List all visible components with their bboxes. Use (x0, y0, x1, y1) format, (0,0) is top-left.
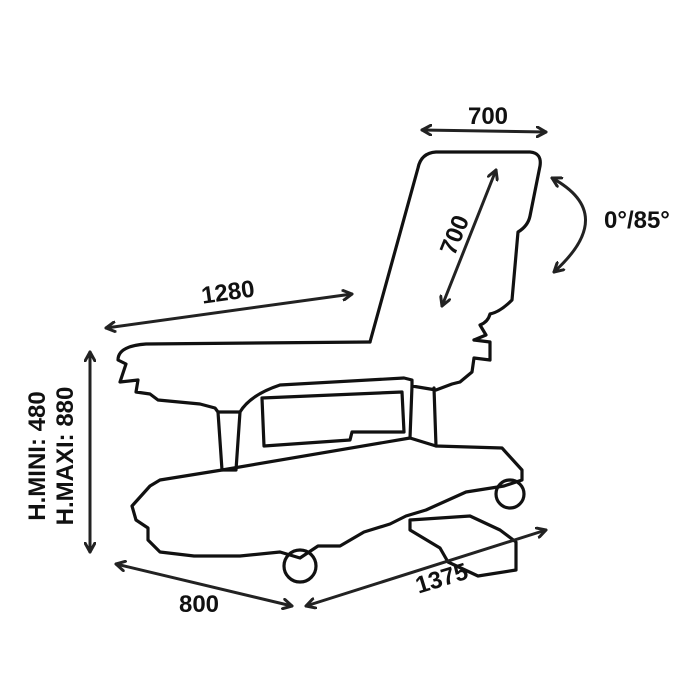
arrow-seat-length (104, 294, 354, 328)
wheel-front-left (282, 548, 318, 584)
arrow-backrest-width (420, 130, 548, 132)
arrow-backrest-length (442, 168, 496, 308)
label-height-max: H.MAXI: 880 (52, 387, 79, 526)
label-height-min: H.MINI: 480 (24, 391, 51, 520)
dimension-arrows (90, 130, 587, 606)
label-base-length: 1375 (412, 558, 471, 599)
label-backrest-width: 700 (468, 103, 508, 130)
label-backrest-length: 700 (435, 212, 475, 259)
backrest (368, 150, 542, 344)
seat-frame (216, 410, 242, 472)
arrow-tilt (550, 178, 587, 274)
label-base-width: 800 (179, 591, 219, 618)
dimension-labels: 700 700 0°/85° 1280 H.MINI: 480 H.MAXI: … (24, 103, 670, 618)
arrow-base-length (304, 530, 548, 606)
column-panel (260, 390, 406, 448)
column (408, 384, 438, 448)
label-tilt-angle: 0°/85° (604, 207, 670, 234)
wheel-rear-right (494, 478, 526, 510)
base (130, 436, 524, 560)
arrow-base-width (114, 564, 294, 606)
label-seat-length: 1280 (200, 275, 257, 309)
